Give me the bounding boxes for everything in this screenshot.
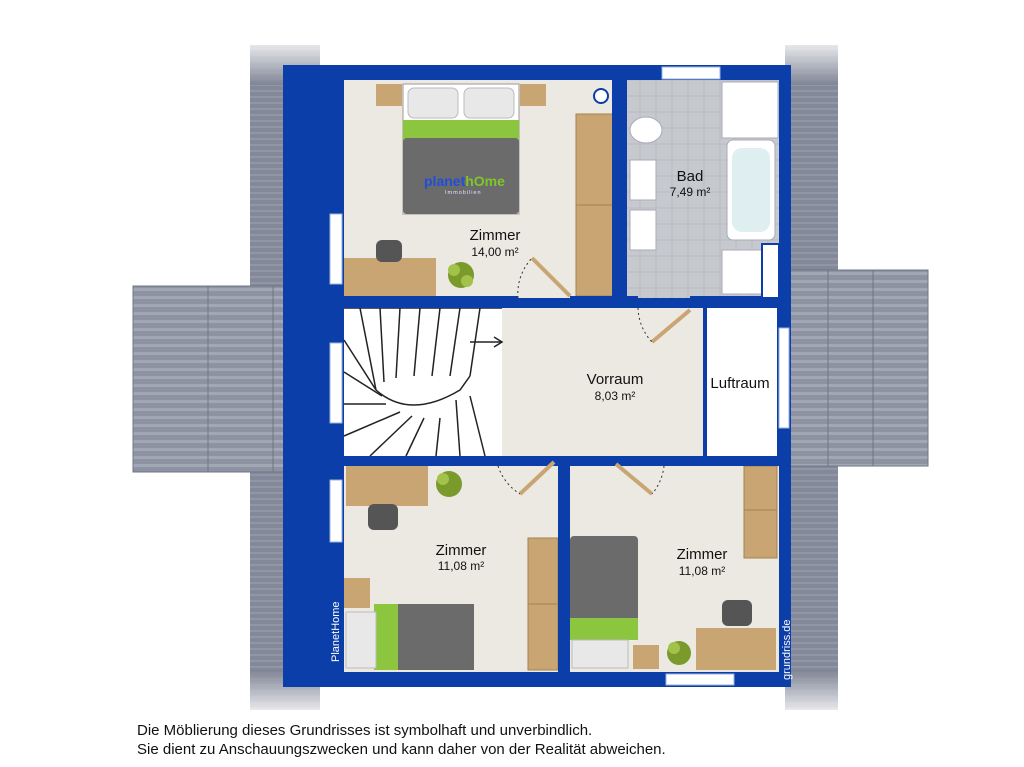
room-area-vorraum: 8,03 m² xyxy=(595,389,636,403)
disclaimer-line-2: Sie dient zu Anschauungszwecken und kann… xyxy=(137,741,666,758)
logo: planethOme Immobilien xyxy=(424,173,505,196)
room-name-zimmer-3: Zimmer xyxy=(677,546,728,563)
svg-text:planethOme: planethOme xyxy=(424,173,505,189)
room-area-bad: 7,49 m² xyxy=(670,185,711,199)
bathroom-fixtures xyxy=(593,81,779,295)
disclaimer-line-1: Die Möblierung dieses Grundrisses ist sy… xyxy=(137,722,593,739)
windows xyxy=(329,66,790,686)
room-name-vorraum: Vorraum xyxy=(587,371,644,388)
credit-right: grundriss.de xyxy=(781,619,793,680)
credit-left: PlanetHome xyxy=(330,601,342,662)
door-swings xyxy=(497,257,665,495)
room-area-zimmer-2: 11,08 m² xyxy=(438,559,484,573)
room-name-zimmer-2: Zimmer xyxy=(436,542,487,559)
inner-walls xyxy=(328,80,780,672)
staircase xyxy=(343,307,504,457)
room-labels: Zimmer 14,00 m² Bad 7,49 m² Vorraum 8,03… xyxy=(436,168,770,578)
bedroom-3-furniture xyxy=(570,465,778,670)
bedroom-2-furniture xyxy=(344,466,559,671)
room-area-zimmer-1: 14,00 m² xyxy=(471,245,518,259)
room-name-bad: Bad xyxy=(677,168,704,185)
bedroom-1-furniture xyxy=(344,83,615,297)
disclaimer: Die Möblierung dieses Grundrisses ist sy… xyxy=(137,721,666,759)
svg-text:Immobilien: Immobilien xyxy=(445,190,482,196)
doors xyxy=(518,256,692,496)
dormer-right xyxy=(789,269,929,467)
room-name-zimmer-1: Zimmer xyxy=(470,227,521,244)
room-name-luftraum: Luftraum xyxy=(710,375,769,392)
room-area-zimmer-3: 11,08 m² xyxy=(679,564,725,578)
